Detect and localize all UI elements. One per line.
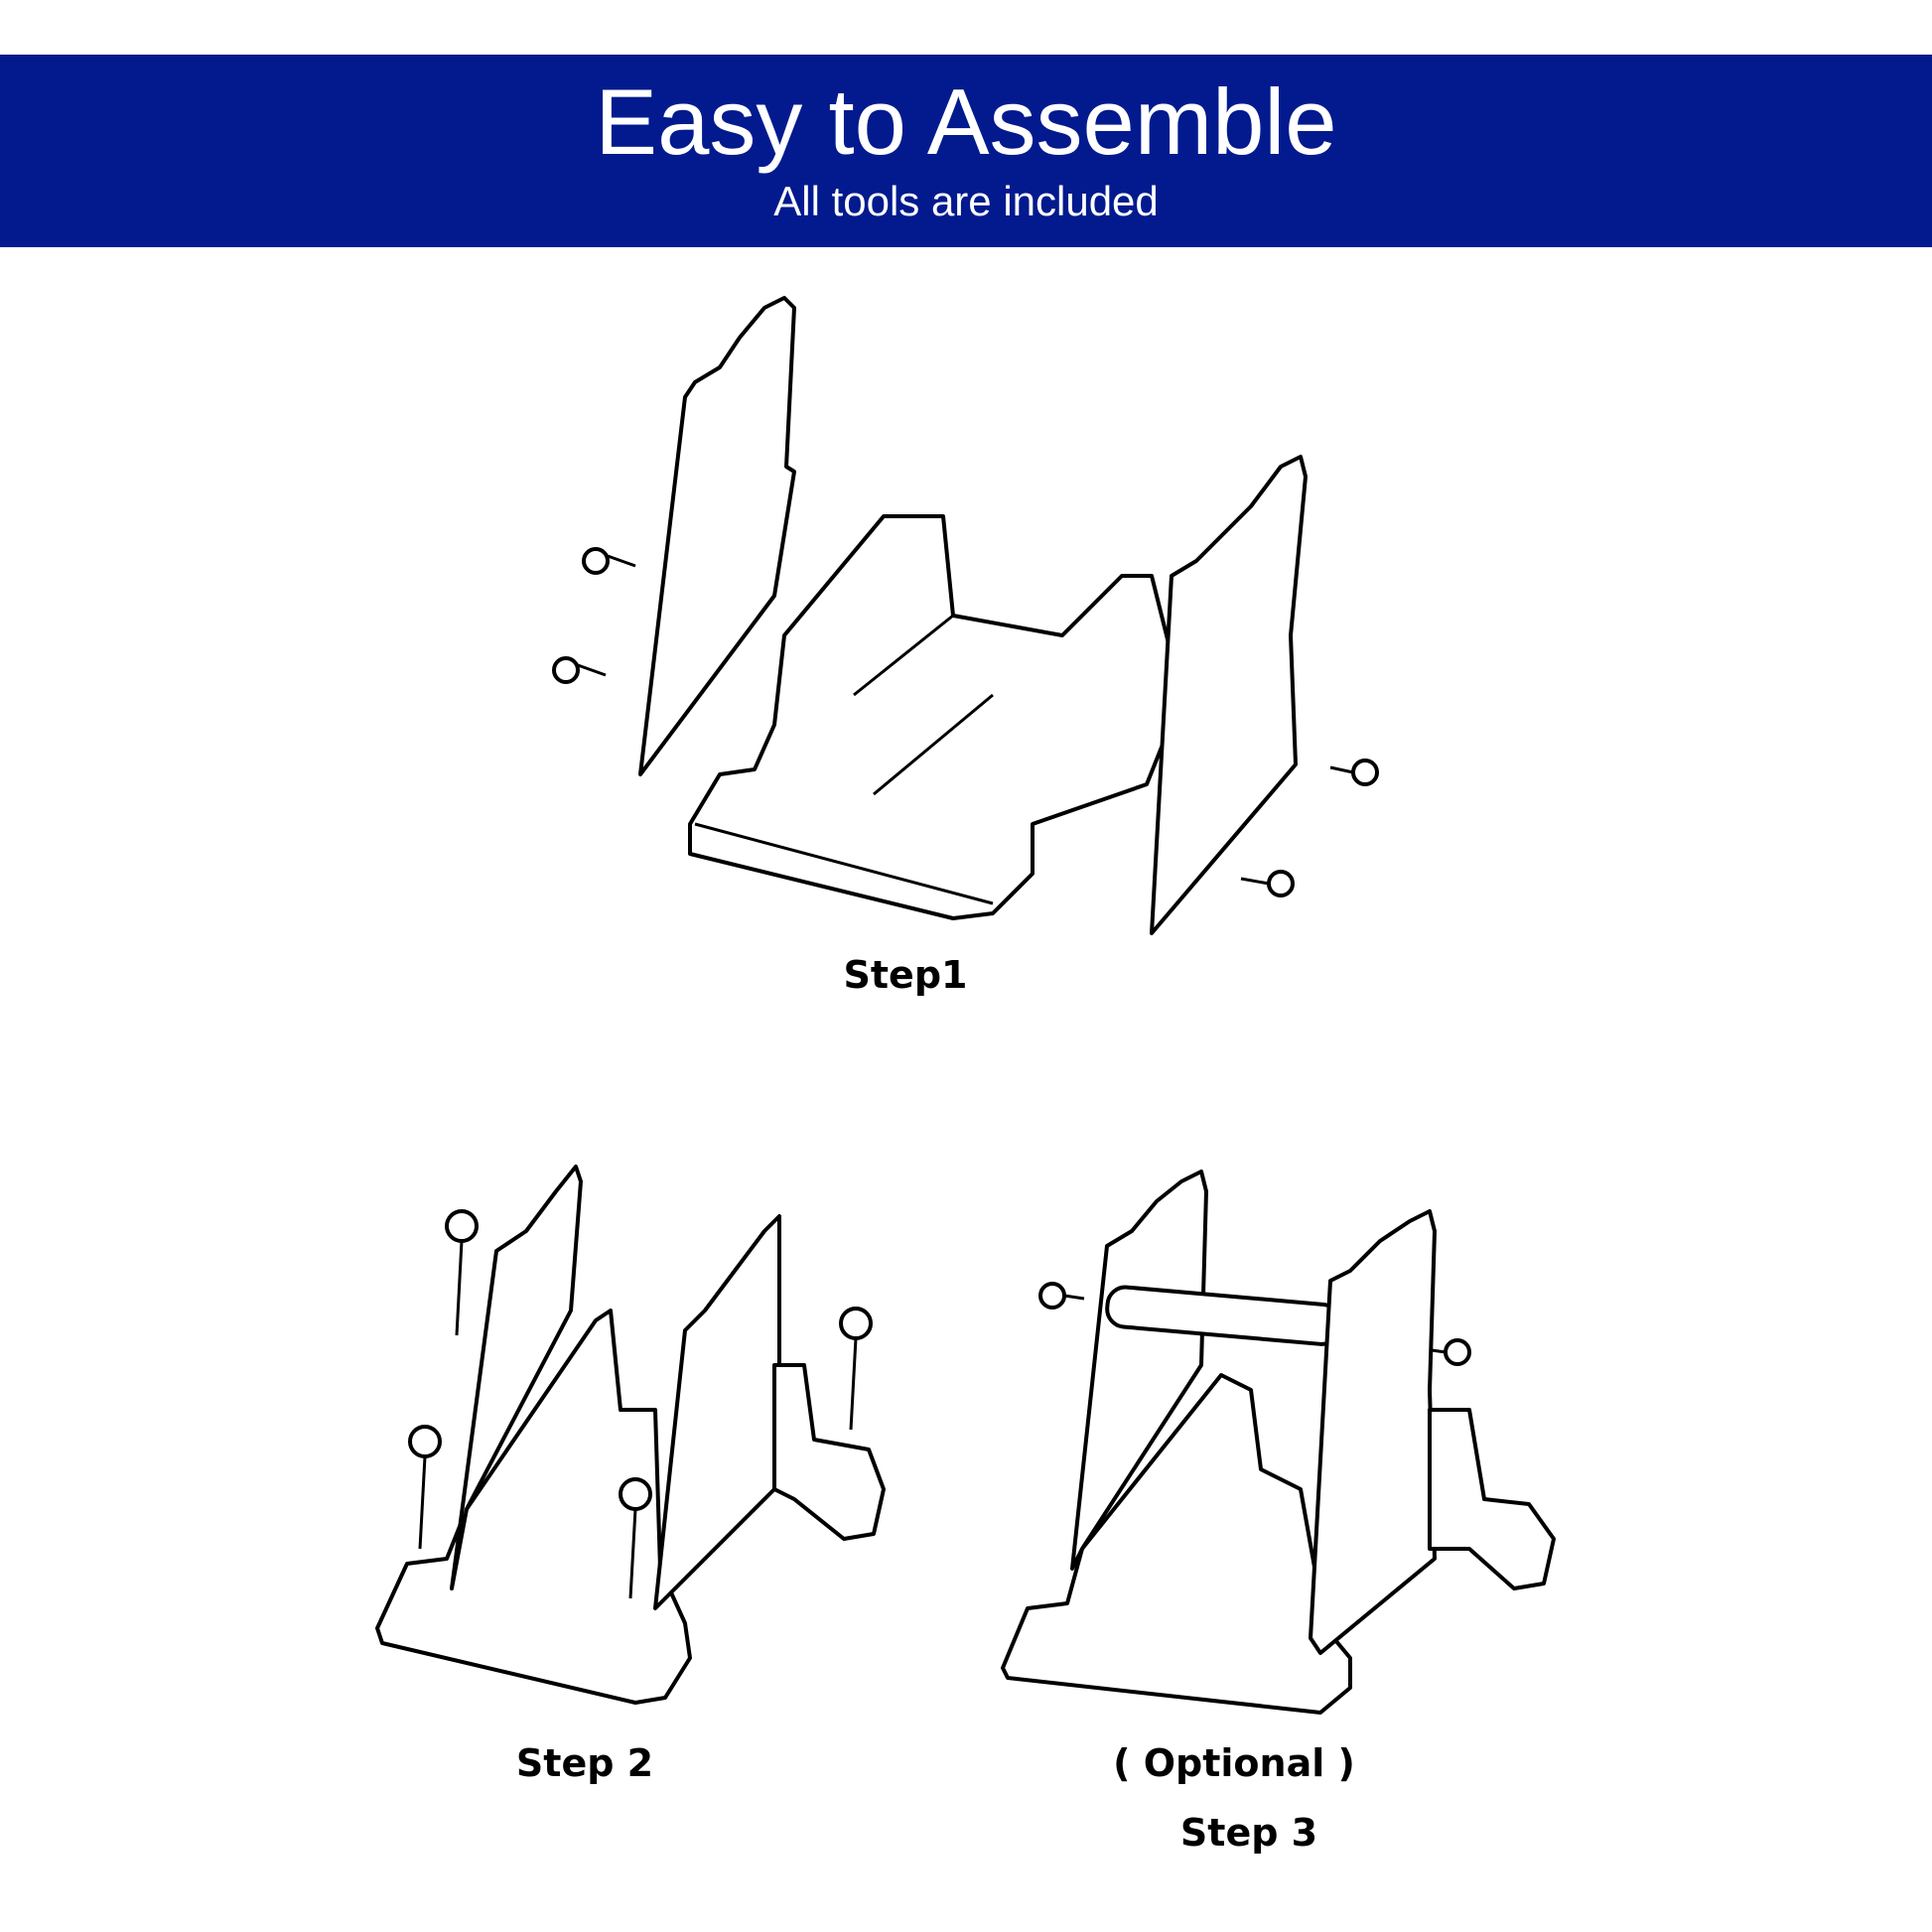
step3-left-side-plate: [1070, 1170, 1208, 1571]
screw-icon: [1431, 1338, 1471, 1366]
screw-icon: [1240, 870, 1295, 897]
header-banner: Easy to Assemble All tools are included: [0, 55, 1932, 247]
step3-label: Step 3: [1179, 1811, 1318, 1855]
screw-icon: [1329, 759, 1379, 786]
page-subtitle: All tools are included: [773, 178, 1159, 224]
step1-label: Step1: [843, 953, 968, 997]
wood-screw-icon: [619, 1477, 652, 1599]
step1-diagram: [552, 296, 1379, 935]
step2-foot: [772, 1363, 886, 1541]
screw-icon: [582, 547, 636, 575]
step1-right-side-plate: [1150, 455, 1308, 935]
screw-icon: [552, 656, 607, 684]
step1-base: [688, 514, 1173, 920]
wood-screw-icon: [445, 1209, 479, 1336]
step1-left-side-plate: [638, 296, 796, 776]
step2-diagram: [375, 1165, 886, 1705]
page-title: Easy to Assemble: [595, 69, 1337, 174]
step3-diagram: [1001, 1170, 1556, 1715]
step2-right-side-plate: [653, 1214, 781, 1610]
step2-label: Step 2: [515, 1741, 654, 1785]
step3-right-side-plate: [1309, 1209, 1437, 1655]
step2-base: [375, 1309, 692, 1705]
step2-left-side-plate: [450, 1165, 583, 1590]
wood-screw-icon: [839, 1307, 873, 1431]
screw-icon: [1038, 1282, 1085, 1310]
step3-foot: [1428, 1408, 1556, 1590]
step3-base: [1001, 1373, 1352, 1715]
step3-optional-label: ( Optional ): [1113, 1741, 1355, 1785]
wood-screw-icon: [408, 1425, 442, 1550]
